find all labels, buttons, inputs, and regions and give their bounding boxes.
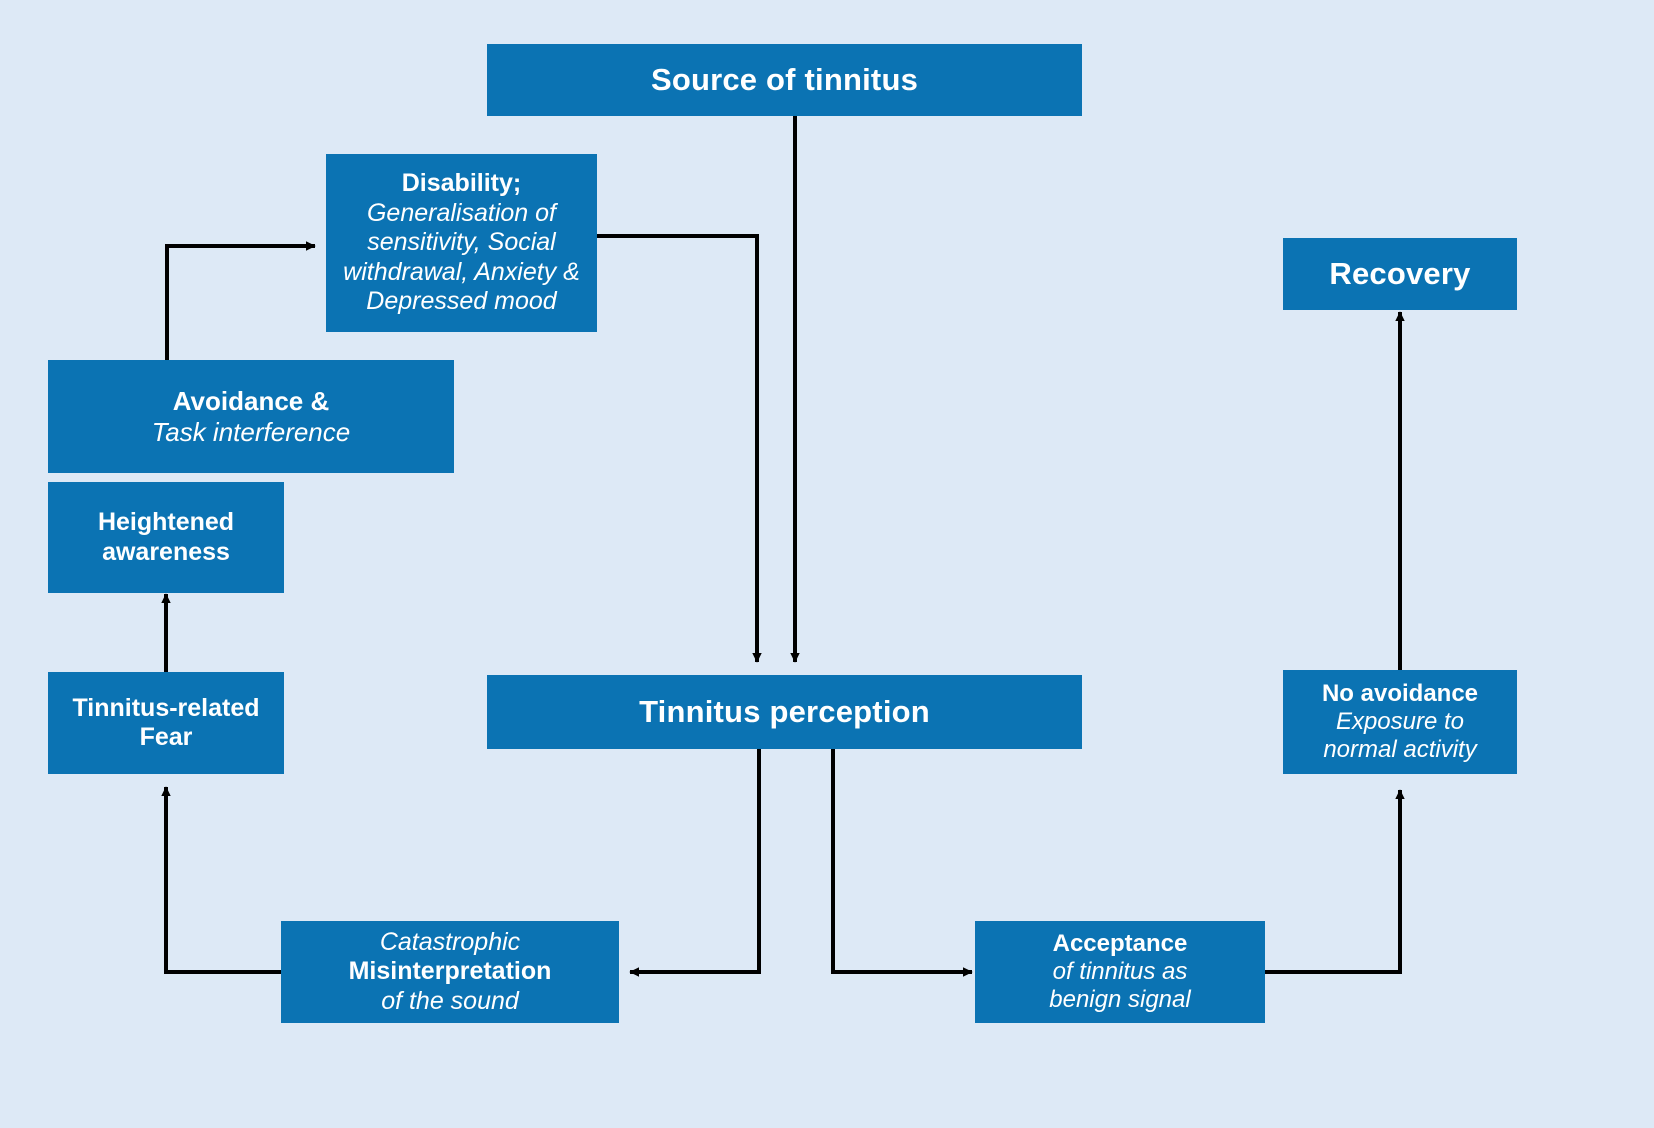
node-acceptance-line1: Acceptance	[1052, 929, 1188, 957]
edge-disability-to-perception	[597, 234, 762, 663]
node-disability-line1: Disability;	[401, 169, 522, 198]
node-no-avoidance-line2: Exposure to	[1335, 707, 1465, 735]
node-acceptance-line2: of tinnitus as	[1052, 957, 1188, 985]
node-recovery[interactable]: Recovery	[1283, 238, 1517, 310]
node-no-avoidance-line1: No avoidance	[1321, 679, 1479, 707]
node-source-of-tinnitus[interactable]: Source of tinnitus	[487, 44, 1082, 116]
node-misinterpretation-line1: Catastrophic	[379, 927, 521, 956]
node-tinnitus-related-fear[interactable]: Tinnitus-related Fear	[48, 672, 284, 774]
edge-misinterpretation-to-fear	[161, 786, 281, 974]
node-acceptance[interactable]: Acceptance of tinnitus as benign signal	[975, 921, 1265, 1023]
node-acceptance-line3: benign signal	[1049, 986, 1191, 1014]
node-recovery-line1: Recovery	[1329, 255, 1471, 291]
node-disability-line3: sensitivity, Social	[367, 228, 556, 257]
node-source-line1: Source of tinnitus	[650, 61, 919, 97]
node-avoidance[interactable]: Avoidance & Task interference	[48, 360, 454, 473]
node-heightened-awareness[interactable]: Heightened awareness	[48, 482, 284, 593]
node-disability-line5: Depressed mood	[366, 287, 557, 316]
node-perception-line1: Tinnitus perception	[639, 693, 930, 729]
node-fear-line1: Tinnitus-related	[72, 693, 260, 722]
node-no-avoidance[interactable]: No avoidance Exposure to normal activity	[1283, 670, 1517, 774]
node-catastrophic-misinterpretation[interactable]: Catastrophic Misinterpretation of the so…	[281, 921, 619, 1023]
node-tinnitus-perception[interactable]: Tinnitus perception	[487, 675, 1082, 749]
node-avoidance-line2: Task interference	[151, 416, 351, 447]
edge-perception-to-acceptance	[831, 749, 973, 977]
node-avoidance-line1: Avoidance &	[172, 385, 330, 416]
node-disability-line4: withdrawal, Anxiety &	[343, 257, 580, 286]
node-no-avoidance-line3: normal activity	[1323, 736, 1477, 764]
node-disability[interactable]: Disability; Generalisation of sensitivit…	[326, 154, 597, 332]
node-disability-line2: Generalisation of	[366, 198, 556, 227]
edge-perception-to-misinterpretation	[629, 749, 761, 977]
node-heightened-line2: awareness	[102, 537, 230, 566]
node-misinterpretation-line3: of the sound	[381, 986, 519, 1015]
node-fear-line2: Fear	[139, 723, 193, 751]
node-misinterpretation-line2: Misinterpretation	[348, 957, 552, 986]
edge-acceptance-to-no-avoidance	[1265, 789, 1405, 974]
node-heightened-line1: Heightened	[97, 508, 235, 536]
edge-avoidance-to-disability	[165, 241, 316, 360]
